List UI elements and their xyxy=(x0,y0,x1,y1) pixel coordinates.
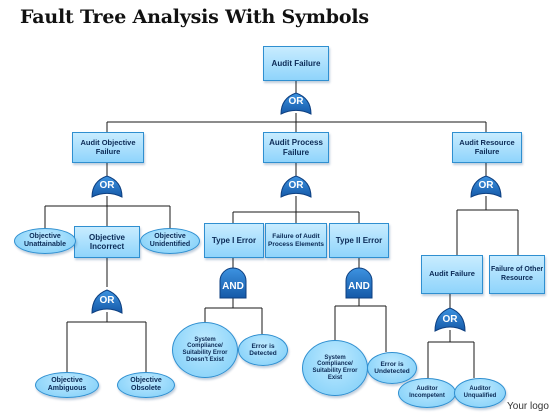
and-gate-type2-icon xyxy=(345,267,373,299)
or-gate-auditor-icon xyxy=(434,307,466,332)
node-type-ii-error: Type II Error xyxy=(329,223,389,258)
node-failure-of-audit-process-elements: Failure of Audit Process Elements xyxy=(265,223,327,258)
node-objective-ambiguous: Objective Ambiguous xyxy=(35,372,99,398)
or-gate-incorrect-label: OR xyxy=(99,295,115,306)
or-gate-auditor-label: OR xyxy=(442,314,458,325)
and-gate-type1-label: AND xyxy=(222,281,244,292)
node-objective-unattainable: Objective Unattainable xyxy=(14,228,76,254)
node-system-compliance-not-exist: System Compliance/ Suitability Error Doe… xyxy=(172,322,238,378)
node-error-is-detected: Error is Detected xyxy=(238,334,288,366)
or-gate-objective-label: OR xyxy=(99,180,115,191)
page-title: Fault Tree Analysis With Symbols xyxy=(20,6,369,28)
node-audit-resource-failure: Audit Resource Failure xyxy=(452,132,522,163)
or-gate-objective-icon xyxy=(91,175,123,198)
or-gate-incorrect-icon xyxy=(91,289,123,314)
and-gate-type2-label: AND xyxy=(348,281,370,292)
node-auditor-incompetent: Auditor Incompetent xyxy=(398,378,456,408)
node-audit-failure-resource: Audit Failure xyxy=(421,255,483,294)
node-objective-incorrect: Objective Incorrect xyxy=(74,226,140,258)
node-audit-failure-top: Audit Failure xyxy=(263,46,329,81)
node-objective-obsolete: Objective Obsolete xyxy=(117,372,175,398)
node-system-compliance-exist: System Compliance/ Suitability Error Exi… xyxy=(302,340,368,396)
or-gate-top-label: OR xyxy=(288,96,304,107)
or-gate-process-label: OR xyxy=(288,180,304,191)
footer-logo-text: Your logo xyxy=(507,401,549,412)
node-type-i-error: Type I Error xyxy=(204,223,264,258)
or-gate-process-icon xyxy=(280,175,312,198)
or-gate-resource-icon xyxy=(470,175,502,198)
or-gate-top-icon xyxy=(280,92,312,115)
node-audit-objective-failure: Audit Objective Failure xyxy=(72,132,144,163)
and-gate-type1-icon xyxy=(219,267,247,299)
node-audit-process-failure: Audit Process Failure xyxy=(263,132,329,163)
node-error-is-undetected: Error is Undetected xyxy=(367,352,417,384)
node-objective-unidentified: Objective Unidentified xyxy=(140,228,200,254)
node-failure-of-other-resource: Failure of Other Resource xyxy=(489,255,545,294)
node-auditor-unqualified: Auditor Unqualified xyxy=(454,378,506,408)
or-gate-resource-label: OR xyxy=(478,180,494,191)
